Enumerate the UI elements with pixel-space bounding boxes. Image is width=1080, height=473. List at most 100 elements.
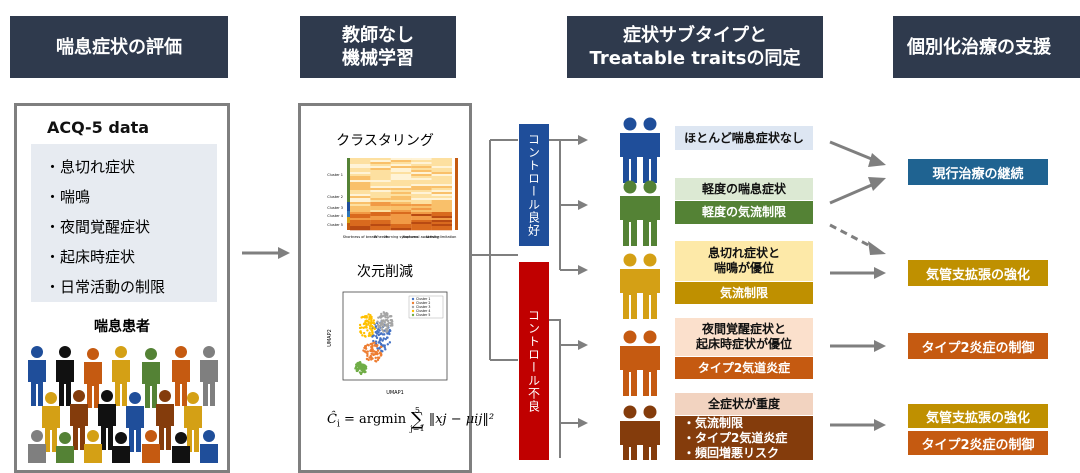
- heatmap-cell: [390, 194, 412, 197]
- umap-point: [365, 319, 368, 322]
- heatmap-cell: [431, 162, 452, 165]
- umap-point: [370, 319, 373, 322]
- umap-point: [361, 368, 365, 372]
- umap-point: [386, 325, 389, 329]
- heatmap-cell: [350, 210, 371, 213]
- heatmap-cell: [431, 170, 452, 173]
- heatmap-cell: [370, 222, 391, 225]
- umap-point: [378, 329, 381, 332]
- heatmap-cell: [411, 180, 432, 183]
- umap-point: [359, 330, 362, 334]
- header-ml-text: 教師なし 機械学習: [342, 25, 414, 69]
- heatmap-cell: [390, 184, 412, 187]
- outcome-arrows: [829, 140, 886, 431]
- formula-body: ‖xj − μij‖²: [428, 412, 495, 427]
- heatmap-cell: [431, 228, 452, 231]
- umap-point: [377, 333, 380, 337]
- heatmap-cell: [370, 196, 391, 199]
- umap-point: [371, 331, 374, 334]
- umap-point: [377, 356, 381, 359]
- umap-point: [367, 334, 371, 338]
- heatmap-cell: [431, 206, 452, 209]
- umap-point: [366, 352, 369, 356]
- heatmap-cell: [350, 188, 371, 191]
- heatmap-cell: [390, 202, 412, 205]
- umap-point: [368, 318, 371, 321]
- heatmap-cell: [431, 202, 452, 205]
- outcome-bronchodilation-2: 気管支拡張の強化: [908, 404, 1048, 428]
- heatmap-cell: [350, 182, 371, 185]
- heatmap-cell: [411, 210, 432, 213]
- heatmap-cell: [390, 164, 412, 167]
- heatmap-cell: [370, 164, 391, 167]
- symptom-item: ・夜間覚醒症状: [45, 218, 151, 236]
- header-treatment: 個別化治療の支援: [893, 16, 1080, 78]
- heatmap-cell: [411, 184, 432, 187]
- umap-point: [366, 354, 369, 358]
- umap-point: [377, 316, 380, 319]
- outcome-continue: 現行治療の継続: [908, 159, 1048, 185]
- heatmap-cell: [390, 218, 412, 221]
- heatmap-cell: [411, 208, 432, 211]
- heatmap-cell: [431, 164, 452, 167]
- heatmap-cell: [411, 158, 432, 161]
- umap-point: [386, 319, 390, 323]
- heatmap-cell: [350, 206, 371, 209]
- subtype5-bar-bottom: ・気流制限 ・タイプ2気道炎症 ・頻回増悪リスク: [675, 416, 813, 460]
- heatmap-cell: [350, 170, 371, 173]
- subtype3-bar-bottom: 気流制限: [675, 282, 813, 304]
- heatmap-cell: [411, 174, 432, 177]
- umap-point: [361, 363, 364, 366]
- heatmap-cell: [431, 174, 452, 177]
- umap-point: [370, 356, 373, 359]
- heatmap-cell: [390, 170, 412, 173]
- heatmap-cell: [350, 172, 371, 175]
- heatmap-cell: [350, 212, 371, 215]
- heatmap-cell: [350, 200, 371, 203]
- umap-point: [369, 327, 373, 331]
- heatmap-col-label: Morning symptoms: [384, 235, 418, 239]
- heatmap-cell: [390, 186, 412, 189]
- subtype3-bar-top: 息切れ症状と 喘鳴が優位: [675, 241, 813, 281]
- heatmap-cell: [431, 216, 452, 219]
- branch-connectors: [472, 135, 588, 458]
- heatmap-cell: [350, 192, 371, 195]
- umap-point: [367, 320, 370, 323]
- heatmap-cell: [390, 168, 412, 171]
- heatmap-cell: [431, 220, 452, 223]
- objective-formula: Ĉi = argmin 5∑j=1 ‖xj − μij‖²: [327, 406, 494, 433]
- umap-point: [379, 352, 383, 355]
- umap-point: [374, 359, 377, 363]
- heatmap-cell: [350, 196, 371, 199]
- umap-legend-marker: [411, 309, 415, 313]
- heatmap-cell: [431, 172, 452, 175]
- umap-xlabel: UMAP1: [386, 390, 404, 396]
- umap-point: [364, 350, 367, 353]
- sum-top: 5: [414, 406, 420, 415]
- umap-point: [383, 320, 387, 324]
- heatmap-cell: [350, 186, 371, 189]
- heatmap-cell: [370, 228, 391, 231]
- heatmap-cell: [350, 228, 371, 231]
- heatmap-cell: [411, 228, 432, 231]
- umap-point: [362, 322, 366, 326]
- uncontrolled-group-label: コントロール不良: [526, 309, 541, 413]
- heatmap-cell: [411, 166, 432, 169]
- heatmap-cell: [431, 218, 452, 221]
- heatmap-cell: [370, 158, 391, 161]
- header-subtypes-text: 症状サブタイプと Treatable traitsの同定: [589, 25, 801, 69]
- umap-point: [370, 324, 374, 328]
- heatmap-cell: [431, 210, 452, 213]
- umap-point: [367, 323, 370, 326]
- umap-point: [370, 317, 373, 320]
- heatmap-cell: [411, 168, 432, 171]
- subtype1-bar: ほとんど喘息症状なし: [675, 126, 813, 150]
- heatmap-cell: [431, 182, 452, 185]
- umap-point: [368, 324, 372, 328]
- umap-point: [373, 341, 376, 344]
- heatmap-cell: [370, 224, 391, 227]
- formula-lhs-sub: i: [336, 419, 340, 430]
- umap-point: [371, 335, 374, 338]
- heatmap-cell: [431, 200, 452, 203]
- heatmap-cell: [390, 192, 412, 195]
